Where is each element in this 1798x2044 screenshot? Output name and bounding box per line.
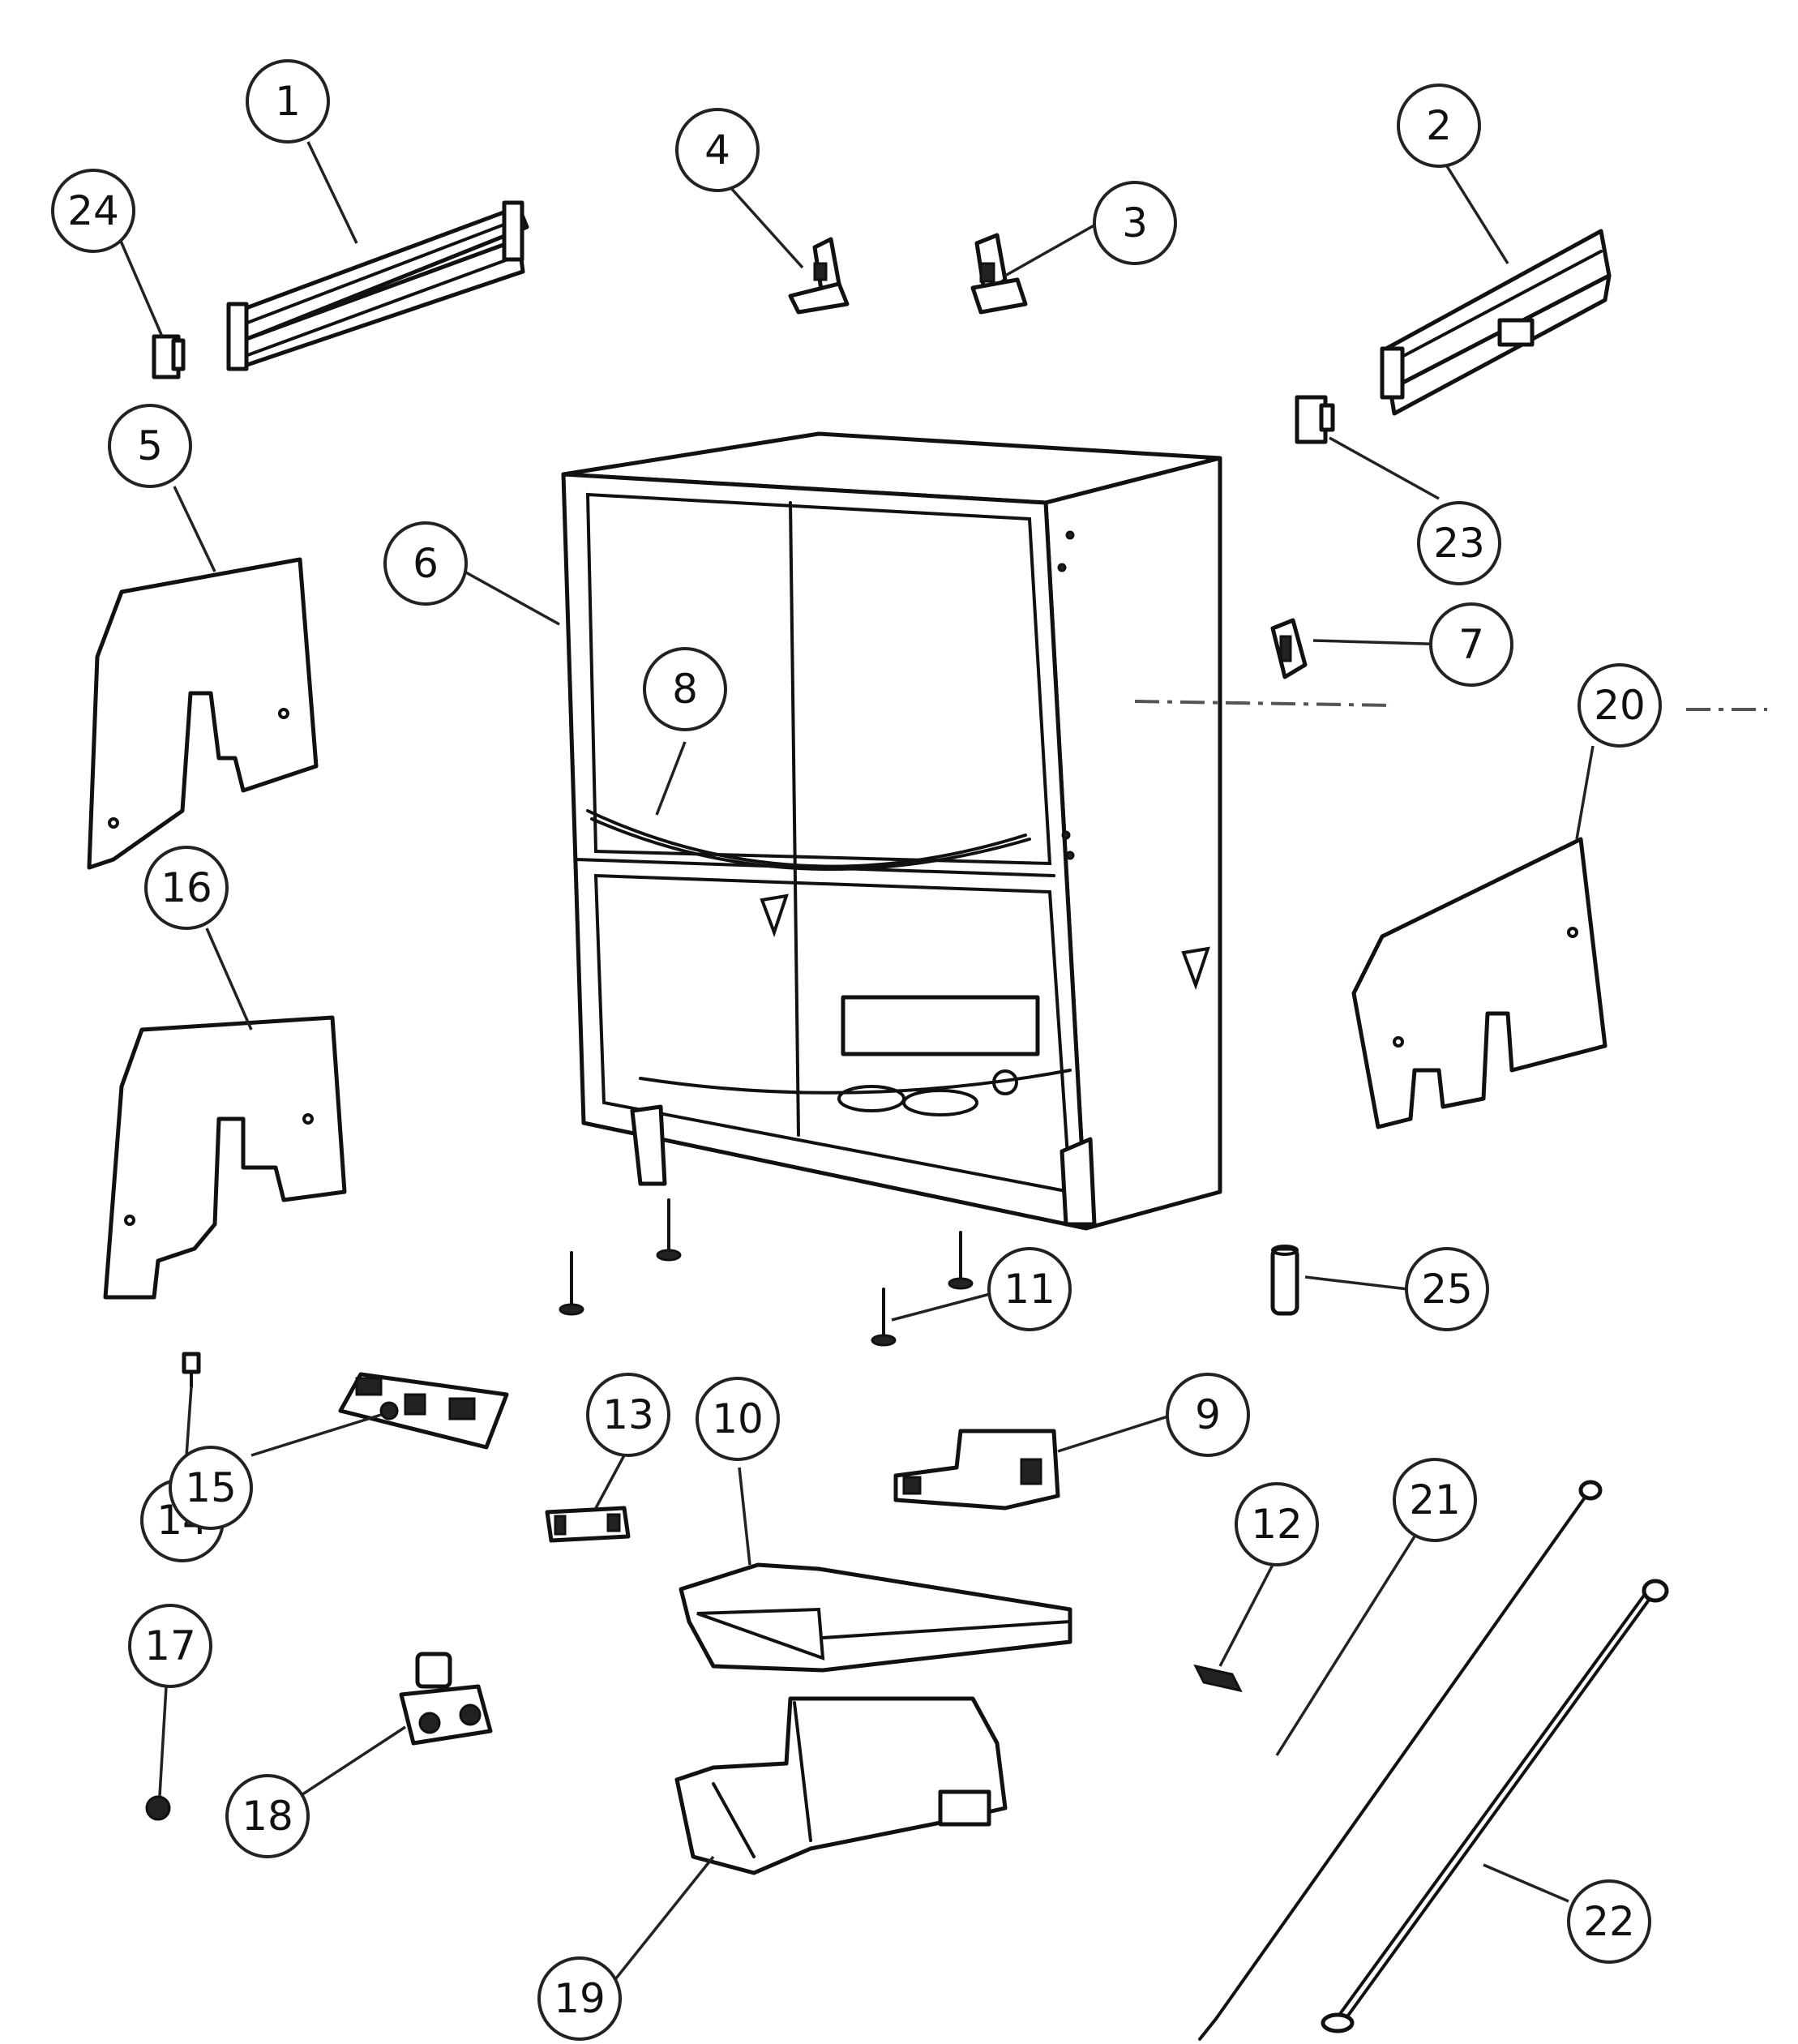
callout-6: 6: [383, 521, 468, 606]
callout-15: 15: [169, 1446, 253, 1530]
callout-label: 20: [1594, 682, 1646, 729]
center-line: [1134, 700, 1395, 707]
callout-17: 17: [128, 1604, 212, 1688]
callout-label: 22: [1583, 1898, 1635, 1945]
callout-label: 7: [1458, 621, 1484, 668]
callout-22: 22: [1567, 1879, 1651, 1964]
callout-23: 23: [1417, 501, 1501, 585]
callout-18: 18: [225, 1774, 310, 1858]
callout-label: 8: [672, 666, 698, 713]
callout-11: 11: [987, 1247, 1072, 1331]
leader-lines: [118, 141, 1595, 1980]
callout-5: 5: [108, 404, 192, 488]
part-7-bracket: [1270, 618, 1308, 679]
callout-9: 9: [1166, 1373, 1250, 1457]
callout-label: 17: [144, 1622, 196, 1669]
part-4-hinge-left: [788, 237, 850, 315]
part-6-tub: [561, 431, 1222, 1231]
callout-10: 10: [696, 1377, 780, 1461]
part-5-side-panel: [87, 557, 319, 870]
callout-21: 21: [1393, 1458, 1477, 1542]
part-12-clip: [1193, 1664, 1243, 1693]
callout-13: 13: [586, 1373, 670, 1457]
part-22-hose: [1321, 1579, 1669, 2033]
callout-label: 1: [275, 78, 301, 125]
callout-4: 4: [675, 108, 760, 192]
callout-label: 10: [712, 1395, 764, 1442]
callout-label: 5: [137, 422, 163, 469]
part-20-side-panel: [1351, 837, 1607, 1129]
part-9-bracket: [893, 1429, 1060, 1511]
part-1-left-rail: [226, 200, 529, 371]
callout-label: 13: [602, 1391, 654, 1438]
part-23-rail-end-clip: [1295, 395, 1335, 444]
part-19-base-pan: [674, 1696, 1008, 1875]
part-11-leveling-legs: [559, 1198, 974, 1347]
part-24-rail-end-clip: [152, 334, 186, 379]
callout-label: 15: [185, 1464, 237, 1511]
part-25-spacer: [1270, 1245, 1299, 1316]
callout-label: 19: [554, 1975, 606, 2022]
part-17-knob: [145, 1795, 171, 1821]
callout-20: 20: [1578, 663, 1662, 748]
part-21-hose: [1198, 1480, 1603, 2041]
callout-label: 18: [242, 1793, 293, 1840]
callout-label: 2: [1426, 102, 1452, 149]
callout-8: 8: [643, 647, 727, 731]
callout-label: 23: [1433, 520, 1485, 567]
callout-label: 24: [67, 187, 119, 234]
part-13-switch: [545, 1506, 631, 1543]
part-2-right-rail: [1380, 229, 1612, 416]
callout-label: 3: [1122, 199, 1148, 246]
callout-label: 25: [1421, 1266, 1473, 1313]
part-18-inlet-valve: [399, 1652, 493, 1746]
part-10-sump-cover: [679, 1562, 1072, 1673]
callout-1: 1: [246, 59, 330, 144]
callout-3: 3: [1093, 181, 1177, 265]
part-8-gasket: [590, 817, 1031, 871]
part-3-hinge-right: [970, 233, 1028, 315]
callout-12: 12: [1235, 1482, 1319, 1566]
callout-2: 2: [1397, 84, 1481, 168]
callout-label: 6: [413, 540, 439, 587]
callout-25: 25: [1405, 1247, 1489, 1331]
part-16-side-panel: [103, 1015, 347, 1300]
callout-label: 16: [161, 864, 212, 911]
callout-7: 7: [1429, 602, 1513, 687]
callout-24: 24: [51, 169, 135, 253]
callout-label: 4: [704, 126, 730, 174]
callout-19: 19: [537, 1956, 622, 2041]
part-15-control-board: [338, 1372, 509, 1450]
callout-label: 11: [1004, 1266, 1055, 1313]
callout-label: 9: [1195, 1391, 1221, 1438]
callout-label: 21: [1409, 1476, 1461, 1523]
callout-16: 16: [144, 846, 229, 930]
callout-label: 12: [1251, 1501, 1303, 1548]
part-14-screw: [182, 1352, 201, 1388]
